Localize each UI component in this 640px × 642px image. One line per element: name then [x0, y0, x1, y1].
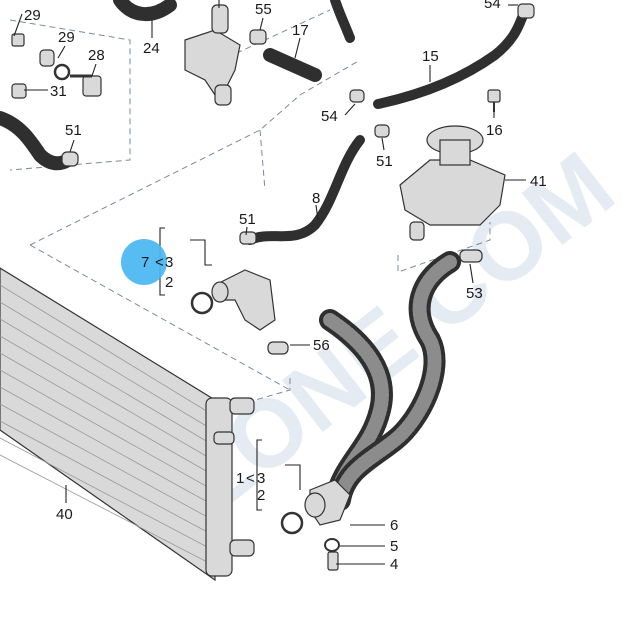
chevron-left-icon-2: <	[246, 470, 255, 487]
vent-hose	[245, 135, 365, 245]
expansion-tank-hose	[329, 251, 461, 511]
callout-54b[interactable]: 54	[321, 108, 338, 125]
left-hose	[0, 111, 75, 171]
hose-connector-upper	[211, 269, 276, 331]
callout-54a[interactable]: 54	[484, 0, 501, 12]
callout-51c[interactable]: 51	[239, 211, 256, 228]
radiator	[0, 267, 255, 582]
callout-5[interactable]: 5	[390, 538, 398, 555]
callout-24[interactable]: 24	[143, 40, 160, 57]
highlight-marker[interactable]	[121, 239, 167, 285]
callout-41[interactable]: 41	[530, 173, 547, 190]
thermostat-housing	[184, 4, 241, 106]
callout-2b[interactable]: 2	[257, 487, 265, 504]
callout-29b[interactable]: 29	[58, 29, 75, 46]
callout-16[interactable]: 16	[486, 122, 503, 139]
callout-29a[interactable]: 29	[24, 7, 41, 24]
o-rings	[53, 63, 340, 552]
hose-clips	[39, 3, 535, 355]
upper-left-hose	[113, 0, 177, 21]
callout-6[interactable]: 6	[390, 517, 398, 534]
callout-51a[interactable]: 51	[65, 122, 82, 139]
callout-1[interactable]: 1	[236, 470, 244, 487]
callout-15[interactable]: 15	[422, 48, 439, 65]
metal-pipe	[373, 7, 530, 109]
callout-31[interactable]: 31	[50, 83, 67, 100]
callout-56[interactable]: 56	[313, 337, 330, 354]
callout-8[interactable]: 8	[312, 190, 320, 207]
callout-4[interactable]: 4	[390, 556, 398, 573]
callout-51b[interactable]: 51	[376, 153, 393, 170]
bolts-and-sensors	[11, 33, 501, 571]
callout-40[interactable]: 40	[56, 506, 73, 523]
callout-17[interactable]: 17	[292, 22, 309, 39]
callout-7[interactable]: 7	[141, 254, 149, 271]
upper-pipe	[330, 0, 355, 43]
callout-53[interactable]: 53	[466, 285, 483, 302]
leader-lines	[13, 0, 526, 565]
callout-3a[interactable]: 3	[165, 254, 173, 271]
callout-2a[interactable]: 2	[165, 274, 173, 291]
expansion-tank	[399, 125, 506, 241]
callout-28[interactable]: 28	[88, 47, 105, 64]
callout-labels: 29 29 28 31 51 24 55 17 15 54 54 16 51 8…	[24, 0, 547, 573]
coolant-hose-piece	[263, 48, 322, 82]
callout-3b[interactable]: 3	[257, 470, 265, 487]
hose-connector-lower	[304, 479, 351, 526]
callout-55[interactable]: 55	[255, 1, 272, 18]
chevron-left-icon: <	[155, 254, 164, 271]
